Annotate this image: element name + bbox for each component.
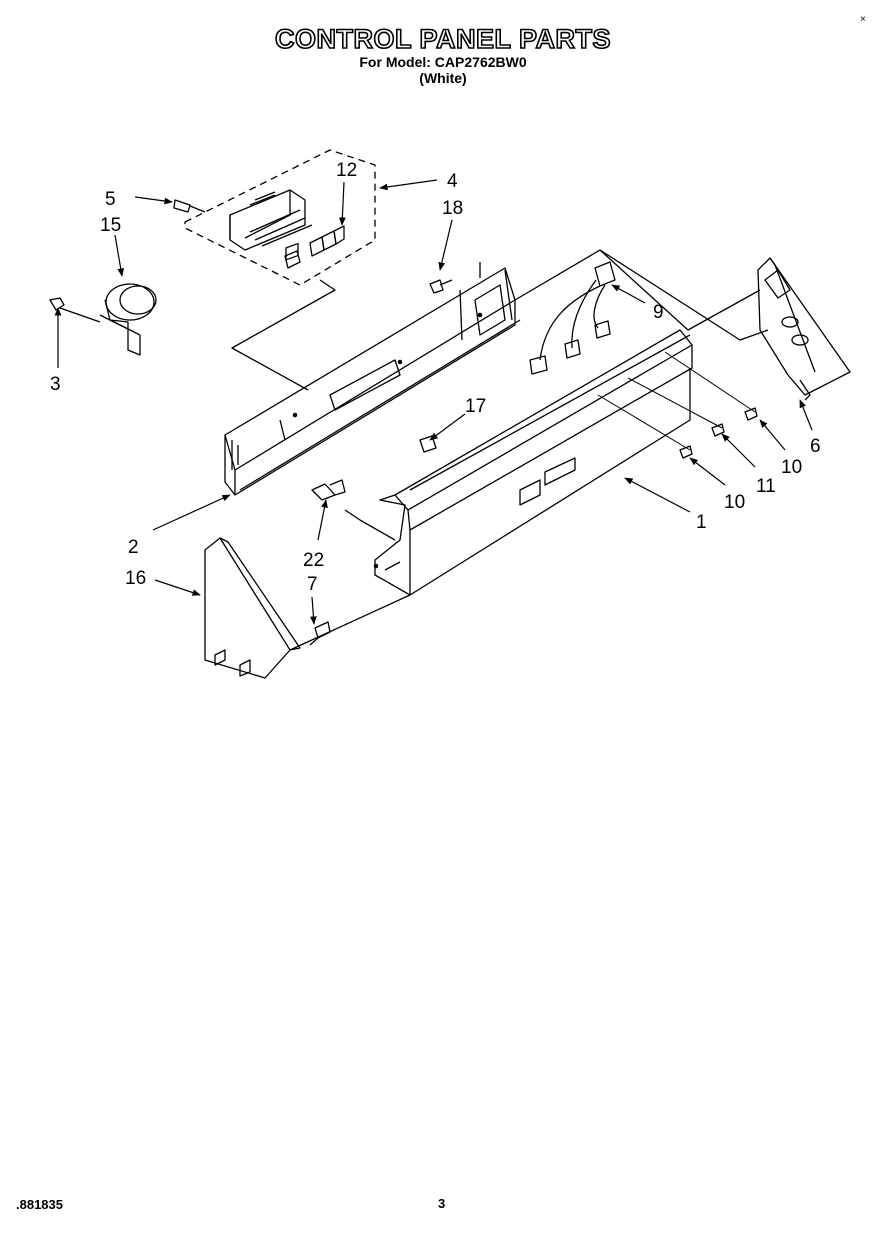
callout-9: 9 bbox=[653, 302, 664, 323]
screw-lines bbox=[597, 351, 756, 451]
callout-10-lower: 10 bbox=[724, 492, 745, 513]
callout-7: 7 bbox=[307, 574, 318, 595]
screw-part-11 bbox=[711, 423, 725, 437]
screw-part-18 bbox=[429, 279, 453, 294]
title-block: CONTROL PANEL PARTS For Model: CAP2762BW… bbox=[0, 23, 886, 86]
end-cap-part-16 bbox=[204, 537, 301, 679]
page-title: CONTROL PANEL PARTS bbox=[274, 23, 612, 55]
screw-part-3 bbox=[49, 297, 101, 323]
wiring-lead bbox=[231, 279, 336, 391]
end-cap-part-6 bbox=[757, 257, 851, 401]
page-number: 3 bbox=[438, 1196, 446, 1211]
callout-10-upper: 10 bbox=[781, 457, 802, 478]
callout-15: 15 bbox=[100, 215, 121, 236]
callout-6: 6 bbox=[810, 436, 821, 457]
model-line: For Model: CAP2762BW0 bbox=[359, 54, 527, 70]
callout-16: 16 bbox=[125, 568, 146, 589]
callout-3: 3 bbox=[50, 374, 61, 395]
leader-arrows bbox=[54, 179, 813, 625]
callout-1: 1 bbox=[696, 512, 707, 533]
screw-part-5 bbox=[173, 199, 206, 213]
callout-12: 12 bbox=[336, 160, 357, 181]
callout-11: 11 bbox=[756, 476, 776, 497]
callout-18: 18 bbox=[442, 198, 463, 219]
document-number: .881835 bbox=[16, 1197, 63, 1212]
color-line: (White) bbox=[419, 70, 467, 86]
callout-22: 22 bbox=[303, 550, 324, 571]
clip-part-17 bbox=[419, 435, 437, 453]
control-panel-part-1 bbox=[373, 329, 693, 596]
screw-part-10-lower bbox=[679, 445, 693, 459]
callout-labels: 5 15 3 4 12 18 9 6 10 11 10 1 17 2 22 16… bbox=[50, 160, 821, 595]
thermostat-part-15 bbox=[99, 283, 157, 356]
wire-harness-part-9 bbox=[529, 261, 616, 375]
callout-2: 2 bbox=[128, 537, 139, 558]
clip-part-22 bbox=[311, 479, 396, 541]
corner-mark: × bbox=[860, 14, 866, 25]
callout-17: 17 bbox=[465, 396, 486, 417]
panel-bottom-line bbox=[289, 594, 411, 651]
control-board-part-4 bbox=[184, 149, 376, 286]
bracket-part-2 bbox=[224, 262, 521, 496]
assembly-outline bbox=[514, 249, 769, 341]
callout-4: 4 bbox=[447, 171, 458, 192]
callout-5: 5 bbox=[105, 189, 116, 210]
